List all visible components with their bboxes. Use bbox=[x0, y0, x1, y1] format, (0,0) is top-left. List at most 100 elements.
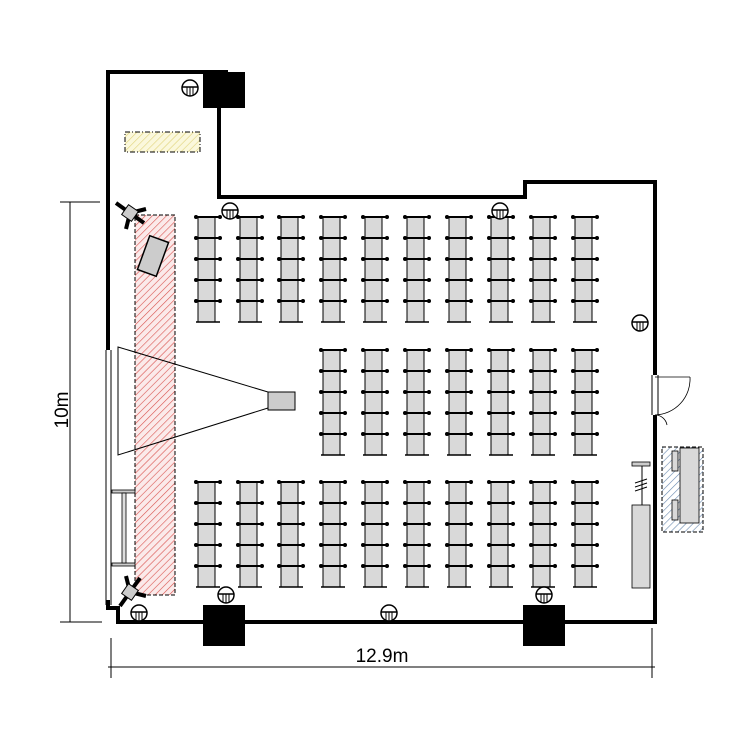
seat bbox=[277, 522, 305, 546]
room-walls bbox=[106, 70, 657, 624]
seat bbox=[361, 480, 389, 504]
seat bbox=[277, 543, 305, 567]
seat bbox=[236, 564, 264, 588]
seat bbox=[571, 257, 599, 281]
seat bbox=[445, 480, 473, 504]
seat bbox=[571, 522, 599, 546]
seat bbox=[277, 564, 305, 588]
seat bbox=[529, 299, 557, 323]
seat bbox=[277, 215, 305, 239]
storage-zone bbox=[124, 131, 201, 153]
seat bbox=[445, 501, 473, 525]
seat bbox=[361, 501, 389, 525]
height-dimension bbox=[60, 201, 102, 623]
seat bbox=[403, 257, 431, 281]
seat bbox=[236, 522, 264, 546]
seat bbox=[361, 543, 389, 567]
seat bbox=[445, 369, 473, 393]
seat bbox=[571, 543, 599, 567]
seat bbox=[403, 480, 431, 504]
height-label: 10m bbox=[52, 392, 73, 429]
seat bbox=[529, 522, 557, 546]
seat bbox=[403, 369, 431, 393]
seat bbox=[529, 564, 557, 588]
seat bbox=[487, 369, 515, 393]
seat bbox=[487, 432, 515, 456]
outlet-icon bbox=[380, 604, 398, 622]
seat bbox=[319, 299, 347, 323]
pillar bbox=[203, 72, 245, 108]
seat bbox=[571, 278, 599, 302]
outlet-icon bbox=[181, 79, 199, 97]
seat bbox=[194, 257, 222, 281]
seat bbox=[361, 411, 389, 435]
pillar bbox=[203, 605, 245, 646]
seat bbox=[571, 236, 599, 260]
outlet-icon bbox=[535, 586, 553, 604]
seat bbox=[277, 278, 305, 302]
seat bbox=[571, 480, 599, 504]
seat bbox=[194, 299, 222, 323]
seat bbox=[403, 564, 431, 588]
seat bbox=[403, 522, 431, 546]
seat bbox=[403, 348, 431, 372]
seat bbox=[361, 236, 389, 260]
seat bbox=[445, 543, 473, 567]
seat bbox=[403, 501, 431, 525]
seat bbox=[487, 348, 515, 372]
reception-zone bbox=[661, 446, 704, 533]
seat bbox=[277, 257, 305, 281]
seat bbox=[361, 257, 389, 281]
seat bbox=[571, 564, 599, 588]
seat bbox=[403, 390, 431, 414]
seat bbox=[319, 278, 347, 302]
seat bbox=[571, 369, 599, 393]
seat bbox=[529, 501, 557, 525]
seat bbox=[319, 215, 347, 239]
seat bbox=[445, 278, 473, 302]
seat bbox=[487, 236, 515, 260]
seat bbox=[445, 564, 473, 588]
seat bbox=[277, 299, 305, 323]
seat bbox=[529, 369, 557, 393]
seat bbox=[529, 432, 557, 456]
seat bbox=[194, 522, 222, 546]
projection bbox=[117, 346, 296, 456]
entrance-door[interactable] bbox=[651, 375, 691, 426]
room-walls-upper bbox=[217, 105, 657, 375]
seat bbox=[361, 299, 389, 323]
seat bbox=[361, 348, 389, 372]
seat bbox=[319, 257, 347, 281]
seat bbox=[445, 411, 473, 435]
seat bbox=[361, 278, 389, 302]
seat bbox=[571, 501, 599, 525]
seat bbox=[361, 564, 389, 588]
seat bbox=[236, 278, 264, 302]
seat bbox=[319, 522, 347, 546]
seat bbox=[403, 215, 431, 239]
seat bbox=[277, 236, 305, 260]
seat bbox=[194, 278, 222, 302]
pillar bbox=[523, 605, 565, 646]
seat bbox=[445, 236, 473, 260]
seat bbox=[487, 480, 515, 504]
seat bbox=[487, 278, 515, 302]
seat bbox=[487, 411, 515, 435]
seat bbox=[403, 278, 431, 302]
seat bbox=[487, 501, 515, 525]
seat bbox=[403, 299, 431, 323]
seat bbox=[445, 348, 473, 372]
seat bbox=[319, 390, 347, 414]
seat bbox=[403, 432, 431, 456]
mic-stand bbox=[631, 461, 651, 505]
seat bbox=[194, 480, 222, 504]
seat bbox=[529, 480, 557, 504]
seat bbox=[236, 215, 264, 239]
seat bbox=[319, 432, 347, 456]
seat bbox=[194, 236, 222, 260]
seat bbox=[529, 543, 557, 567]
seat bbox=[194, 215, 222, 239]
stage-zone bbox=[134, 214, 176, 596]
seat bbox=[361, 390, 389, 414]
seat bbox=[403, 411, 431, 435]
